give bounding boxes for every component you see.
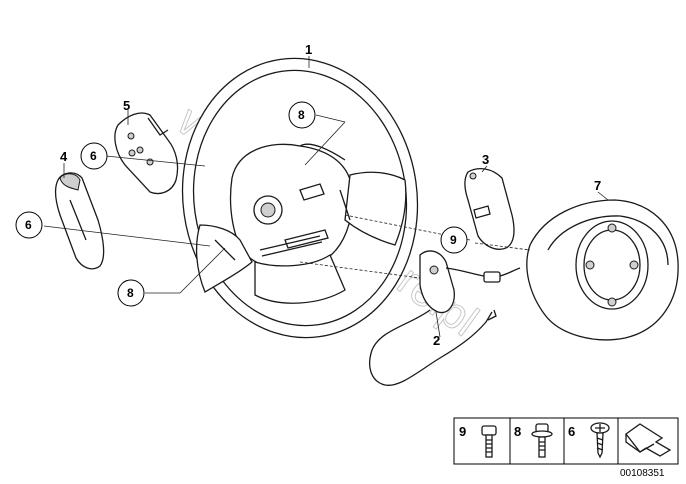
label-part-1: 1 (305, 42, 312, 57)
callout-8-top: 8 (288, 101, 316, 129)
screw-6-icon (590, 422, 610, 459)
label-part-2: 2 (433, 333, 440, 348)
label-part-5: 5 (123, 98, 130, 113)
part-4-paddle (54, 172, 105, 270)
part-3-control-unit (464, 167, 515, 250)
label-part-6-lower: 6 (25, 218, 32, 232)
fastener-legend: 9 8 6 (453, 417, 679, 465)
part-5-control-unit (114, 112, 179, 195)
label-part-9: 9 (450, 233, 457, 247)
plain-labels: 1 5 4 3 7 2 (60, 42, 601, 348)
steering-wheel (181, 57, 419, 339)
label-part-3: 3 (482, 152, 489, 167)
legend-item-9-label: 9 (459, 424, 466, 439)
label-part-6-upper: 6 (90, 149, 97, 163)
legend-item-8-label: 8 (514, 424, 521, 439)
label-part-7: 7 (594, 178, 601, 193)
bolt-8-icon (531, 423, 553, 458)
label-part-8-lower: 8 (127, 286, 134, 300)
reference-number: 00108351 (620, 468, 665, 479)
callout-6-upper: 6 (80, 142, 108, 170)
callout-6-lower: 6 (15, 211, 43, 239)
leader-lines (43, 56, 609, 338)
label-part-8-top: 8 (298, 108, 305, 122)
bolt-9-icon (481, 425, 497, 458)
legend-item-6-label: 6 (568, 424, 575, 439)
circled-labels: 8 6 6 8 9 (15, 101, 468, 307)
callout-9: 9 (440, 226, 468, 254)
label-part-4: 4 (60, 149, 68, 164)
part-7-airbag (526, 199, 679, 341)
part-2-switch-cable (369, 250, 521, 386)
arrow-symbol-icon (625, 423, 672, 457)
callout-8-lower: 8 (117, 279, 145, 307)
